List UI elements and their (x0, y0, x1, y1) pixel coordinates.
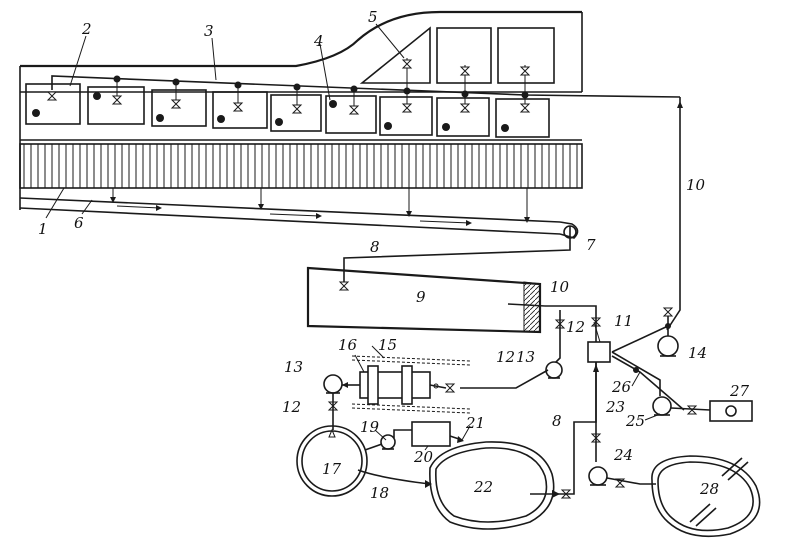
basin-9 (306, 266, 546, 334)
label-7: 7 (586, 236, 596, 254)
line-10 (666, 97, 681, 331)
pump-14 (611, 307, 679, 357)
label-13-left: 13 (284, 358, 303, 376)
device-27 (709, 400, 753, 422)
label-27: 27 (729, 382, 750, 400)
pump-13-right (545, 361, 563, 379)
label-10-right: 10 (686, 176, 706, 194)
box-20 (411, 421, 451, 447)
label-4: 4 (313, 32, 324, 50)
callout-labels: 2 3 4 5 1 6 7 8 9 10 10 11 12 12 12 13 1… (38, 8, 750, 502)
main-structure (19, 10, 583, 210)
control-cell-row (25, 83, 550, 138)
label-14: 14 (688, 344, 707, 362)
label-26: 26 (611, 378, 632, 396)
pump-13-left (323, 374, 352, 430)
line-8-lower (530, 362, 597, 495)
label-6: 6 (74, 214, 84, 232)
label-8-upper: 8 (370, 238, 380, 256)
line-12-middle (460, 369, 549, 389)
tank-17 (296, 425, 368, 497)
label-17: 17 (322, 460, 342, 478)
label-21: 21 (465, 414, 485, 432)
label-9: 9 (416, 288, 426, 306)
filter-16 (352, 365, 447, 405)
ribbed-section (19, 139, 583, 189)
pump-25 (652, 396, 711, 416)
label-8-lower: 8 (552, 412, 562, 430)
label-3: 3 (204, 22, 214, 40)
label-24: 24 (613, 446, 633, 464)
pump-19 (364, 429, 412, 451)
label-19: 19 (360, 418, 380, 436)
pump-7 (559, 221, 579, 239)
line-18 (357, 469, 431, 485)
label-12-right: 12 (566, 318, 585, 336)
leader-lines (45, 23, 661, 451)
label-1: 1 (38, 220, 48, 238)
pump-24 (588, 466, 656, 488)
label-5: 5 (368, 8, 378, 26)
label-18: 18 (370, 484, 389, 502)
pond-22 (429, 441, 555, 530)
label-22: 22 (473, 478, 493, 496)
mixer-11 (587, 341, 611, 363)
cell-valves (46, 59, 531, 115)
label-13-right: 13 (516, 348, 535, 366)
line-12-right (555, 310, 561, 363)
collector-channel (19, 188, 561, 235)
label-16: 16 (338, 336, 358, 354)
label-2: 2 (81, 20, 92, 38)
label-25: 25 (625, 412, 645, 430)
label-28: 28 (699, 480, 719, 498)
valve-basin (338, 281, 350, 291)
label-20: 20 (413, 448, 434, 466)
label-12-middle: 12 (496, 348, 515, 366)
reservoir-28 (651, 455, 761, 538)
label-23: 23 (605, 398, 625, 416)
label-10-basin: 10 (550, 278, 570, 296)
label-11: 11 (614, 312, 633, 330)
label-12-left: 12 (282, 398, 301, 416)
label-15: 15 (378, 336, 397, 354)
header-pipe (51, 58, 681, 112)
